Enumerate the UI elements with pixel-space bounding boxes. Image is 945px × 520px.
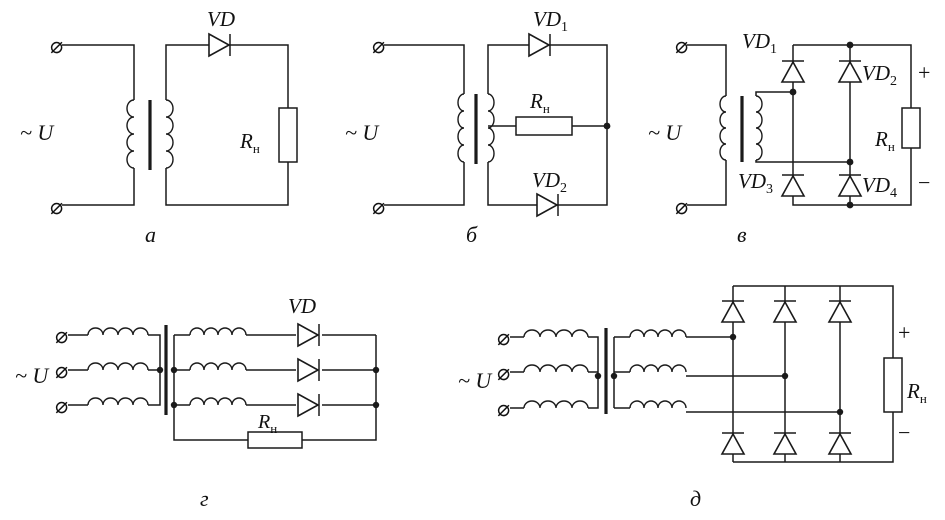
- diode2-label: VD2: [862, 61, 897, 89]
- source-label: ~ U: [20, 120, 55, 145]
- terminal-icon: ⌀: [55, 358, 68, 383]
- diode-c: [297, 392, 320, 418]
- panel-b-center-tap-rectifier: ⌀ ⌀ ~ U VD1 VD2 Rн б: [345, 7, 611, 247]
- secondary-winding-c: [629, 400, 687, 409]
- terminal-icon: ⌀: [497, 360, 510, 385]
- load-resistor: [247, 431, 303, 449]
- diode-vd: [206, 32, 232, 58]
- diode-lower-2: [772, 432, 798, 455]
- diode4-label: VD4: [862, 173, 897, 201]
- diode-vd2: [534, 192, 560, 218]
- terminal-icon: ⌀: [675, 194, 688, 219]
- secondary-winding-c: [189, 397, 247, 406]
- secondary-winding-a: [629, 329, 687, 338]
- panel-v-bridge-rectifier: ⌀ ⌀ ~ U VD1 VD2 VD3: [648, 29, 930, 247]
- diode-lower-1: [720, 432, 746, 455]
- source-label: ~ U: [648, 120, 683, 145]
- caption-a: а: [145, 222, 156, 247]
- plus-sign: +: [918, 60, 930, 85]
- diode3-label: VD3: [738, 169, 773, 197]
- secondary-winding-b: [629, 364, 687, 373]
- panel-a-half-wave-rectifier: ⌀ ⌀ ~ U VD Rн а: [20, 7, 298, 247]
- diode-lower-3: [827, 432, 853, 455]
- diode-upper-3: [827, 300, 853, 323]
- secondary-winding-a: [189, 327, 247, 336]
- secondary-winding-b: [189, 362, 247, 371]
- diode-vd2: [837, 60, 863, 83]
- diode-label: VD: [288, 294, 316, 318]
- terminal-icon: ⌀: [50, 33, 63, 58]
- terminal-icon: ⌀: [372, 194, 385, 219]
- primary-winding-a: [523, 329, 589, 338]
- load-label: Rн: [906, 379, 927, 406]
- source-label: ~ U: [345, 120, 380, 145]
- diode1-label: VD1: [533, 7, 568, 35]
- load-resistor: [515, 116, 573, 136]
- terminal-icon: ⌀: [372, 33, 385, 58]
- primary-winding-c: [523, 400, 589, 409]
- caption-v: в: [737, 222, 747, 247]
- plus-sign: +: [898, 320, 910, 345]
- panel-g-three-phase-half-wave: ~ U ⌀ ⌀ ⌀ VD: [15, 294, 380, 511]
- secondary-winding: [165, 99, 174, 169]
- primary-winding-a: [87, 327, 149, 336]
- caption-d: д: [690, 486, 701, 511]
- terminal-icon: ⌀: [55, 323, 68, 348]
- diode-vd3: [780, 174, 806, 197]
- terminal-icon: ⌀: [497, 396, 510, 421]
- diode-label: VD: [207, 7, 235, 31]
- diode-vd1: [526, 32, 552, 58]
- primary-winding: [719, 95, 727, 161]
- terminal-icon: ⌀: [497, 325, 510, 350]
- diode-vd1: [780, 60, 806, 83]
- secondary-winding: [487, 93, 495, 163]
- secondary-winding: [755, 95, 763, 161]
- primary-winding-b: [87, 362, 149, 371]
- diode-upper-2: [772, 300, 798, 323]
- load-label: Rн: [239, 129, 260, 156]
- terminal-icon: ⌀: [675, 33, 688, 58]
- load-label: Rн: [257, 411, 277, 436]
- primary-winding-b: [523, 364, 589, 373]
- diode-upper-1: [720, 300, 746, 323]
- diode-vd4: [837, 174, 863, 197]
- primary-winding: [126, 99, 135, 169]
- load-label: Rн: [529, 89, 550, 116]
- caption-b: б: [466, 222, 478, 247]
- minus-sign: −: [918, 170, 930, 195]
- diode-b: [297, 357, 320, 383]
- primary-winding: [457, 93, 465, 163]
- caption-g: г: [200, 486, 209, 511]
- source-label: ~ U: [458, 368, 493, 393]
- diode1-label: VD1: [742, 29, 777, 57]
- load-resistor: [278, 107, 298, 163]
- load-resistor: [883, 357, 903, 413]
- panel-d-three-phase-bridge: ~ U ⌀ ⌀ ⌀: [458, 285, 927, 511]
- diode2-label: VD2: [532, 168, 567, 196]
- primary-winding-c: [87, 397, 149, 406]
- terminal-icon: ⌀: [50, 194, 63, 219]
- diode-a: [297, 322, 320, 348]
- minus-sign: −: [898, 420, 910, 445]
- load-resistor: [901, 107, 921, 149]
- source-label: ~ U: [15, 363, 50, 388]
- terminal-icon: ⌀: [55, 393, 68, 418]
- load-label: Rн: [874, 127, 895, 154]
